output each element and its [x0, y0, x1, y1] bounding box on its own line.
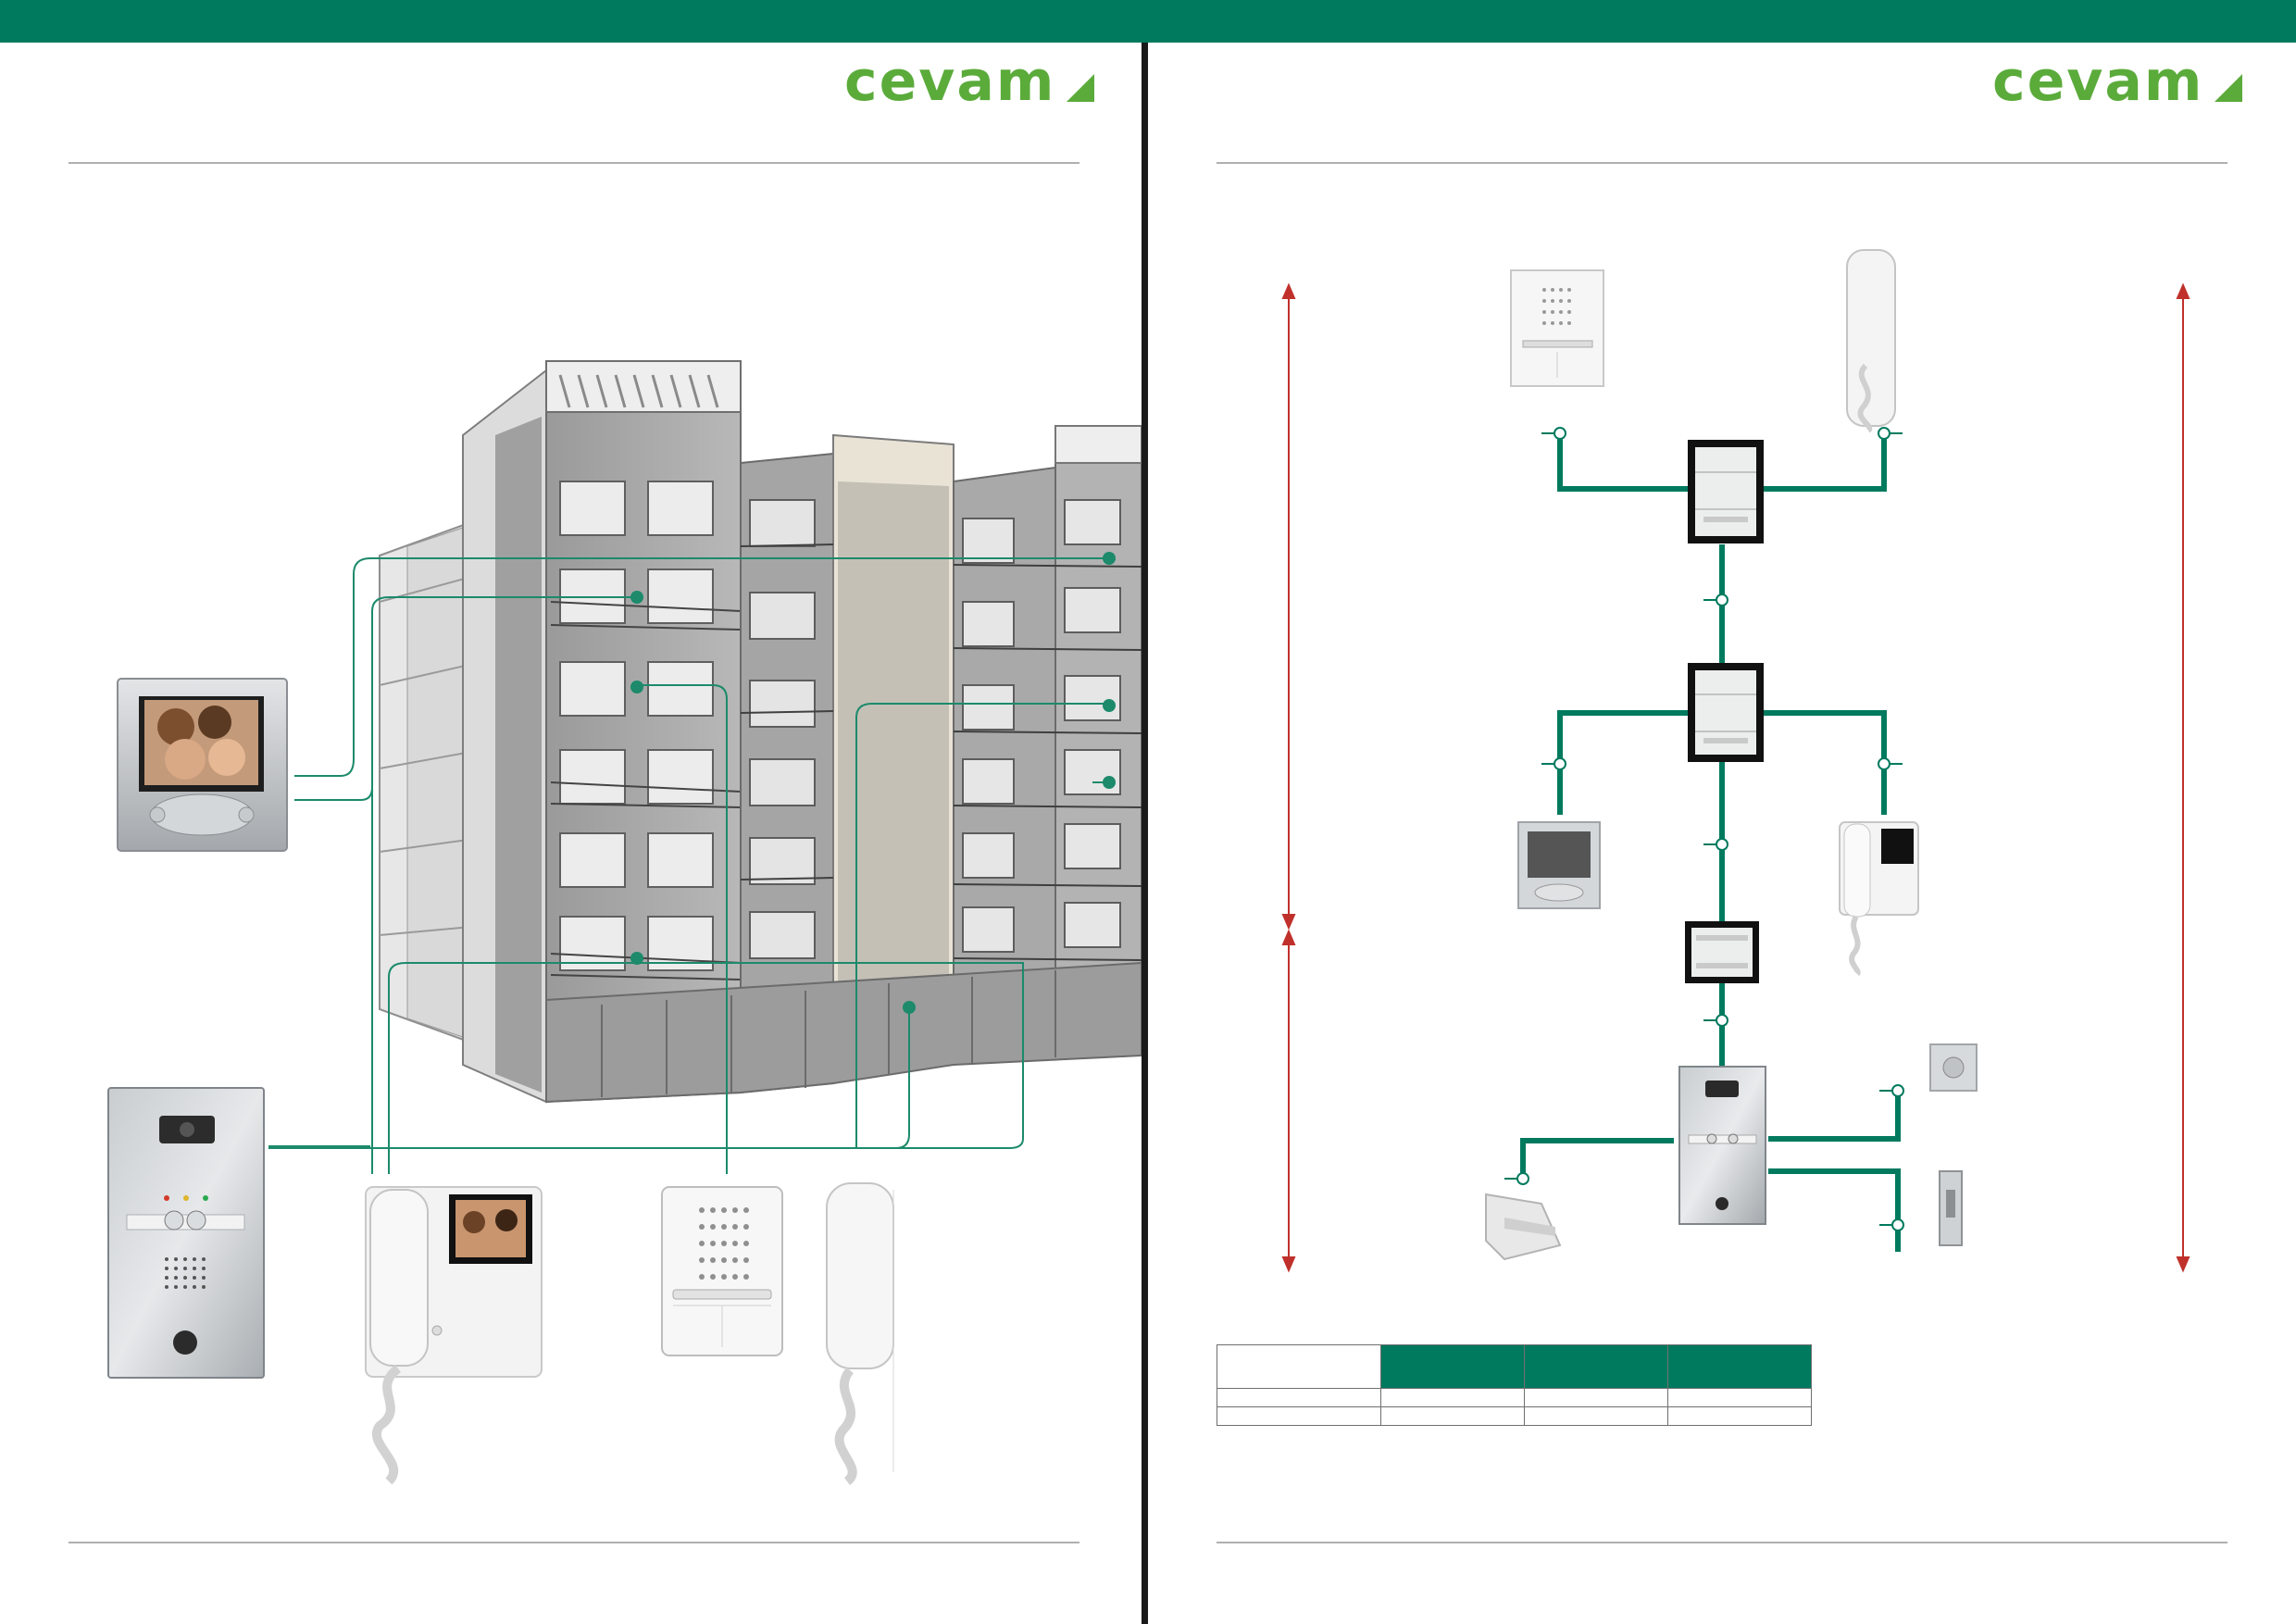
table-row — [1217, 1388, 1812, 1407]
outdoor-panel-device — [1678, 1066, 1766, 1225]
table-cell — [1524, 1406, 1668, 1426]
wiring-diagram — [1281, 249, 2190, 1273]
logo-text: cevam — [1992, 49, 2204, 114]
wiring-nodes-left — [630, 552, 1116, 1014]
distance-arrow-left — [1281, 282, 1296, 1273]
table-cell — [1217, 1406, 1381, 1426]
table-cell — [1380, 1406, 1525, 1426]
color-monitor-device — [1517, 821, 1601, 909]
header-rule-left — [69, 162, 1079, 164]
building-main-block — [462, 360, 742, 1104]
table-header-cell — [1524, 1344, 1668, 1389]
video-handset-phone — [365, 1186, 543, 1485]
footer-rule-left — [69, 1542, 1079, 1543]
outdoor-door-panel — [107, 1087, 265, 1379]
table-header-cell — [1217, 1344, 1381, 1389]
wiring-left — [268, 557, 1111, 1174]
spec-table — [1217, 1344, 1812, 1426]
audio-intercom-keypad — [661, 1186, 783, 1356]
header-rule-right — [1217, 162, 2227, 164]
top-banner — [0, 0, 2296, 43]
building-middle-block — [740, 433, 955, 1094]
footer-rule-right — [1217, 1542, 2227, 1543]
bus-nodes — [1504, 427, 1904, 1231]
interface-module — [1685, 921, 1759, 983]
power-supply-module — [1688, 440, 1764, 543]
page-divider — [1142, 43, 1148, 1624]
audio-handset-phone — [826, 1182, 894, 1485]
logo-left: cevam — [844, 49, 1095, 114]
table-header-cell — [1380, 1344, 1525, 1389]
logo-text: cevam — [844, 49, 1056, 114]
audio-keypad-device — [1510, 269, 1604, 387]
table-cell — [1667, 1388, 1812, 1407]
video-handset-device — [1839, 821, 1919, 977]
table-cell — [1667, 1406, 1812, 1426]
building-right-block — [953, 424, 1142, 1056]
distributor-module — [1688, 663, 1764, 762]
table-header-cell — [1667, 1344, 1812, 1389]
table-cell — [1524, 1388, 1668, 1407]
exit-push-button — [1929, 1043, 1978, 1092]
logo-triangle-icon — [1067, 74, 1095, 102]
audio-handset-device — [1846, 249, 1896, 433]
building-ground-floor — [545, 961, 1142, 1104]
din-power-supply — [1485, 1193, 1562, 1261]
table-row — [1217, 1406, 1812, 1426]
color-video-monitor — [117, 678, 288, 852]
distance-arrow-right — [2176, 282, 2190, 1273]
electric-strike-lock — [1939, 1170, 1963, 1246]
logo-right: cevam — [1992, 49, 2243, 114]
building-left-wing — [379, 517, 482, 1048]
logo-triangle-icon — [2215, 74, 2243, 102]
building-illustration — [107, 360, 1142, 1485]
table-cell — [1217, 1388, 1381, 1407]
table-cell — [1380, 1388, 1525, 1407]
